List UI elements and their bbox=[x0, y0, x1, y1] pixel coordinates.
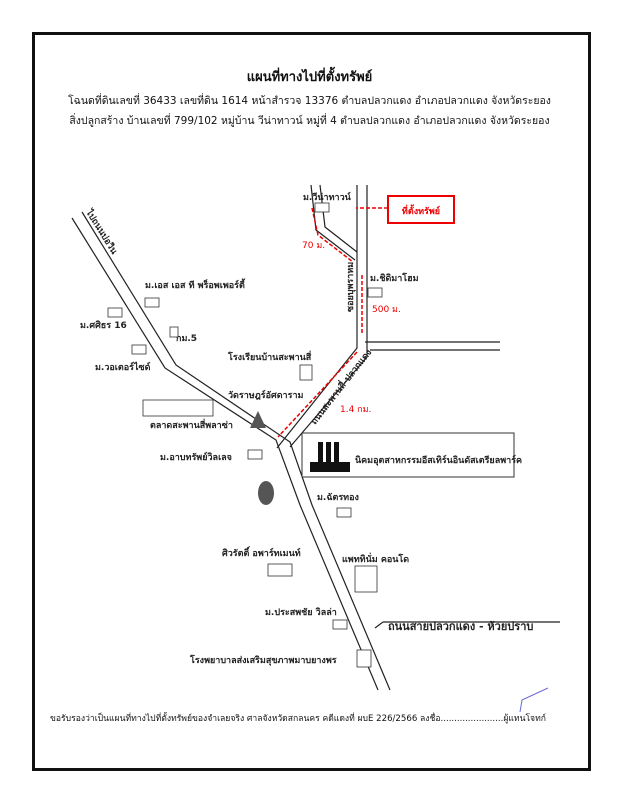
to-bowin-label: ไปถนนบ่อวิน bbox=[83, 206, 121, 257]
emblem-icon bbox=[258, 481, 274, 505]
route-lines bbox=[277, 207, 388, 438]
chattong-label: ม.ฉัตรทอง bbox=[317, 492, 359, 503]
property-label: ที่ตั้งทรัพย์ bbox=[402, 204, 440, 217]
factory-icon bbox=[310, 442, 350, 472]
roads bbox=[71, 184, 560, 691]
vena-town-label: ม.วีน่าทาวน์ bbox=[303, 191, 352, 203]
ss-property-label: ม.เอส เอส ที พร็อพเพอร์ตี้ bbox=[145, 278, 246, 291]
property-box bbox=[387, 195, 455, 224]
school-label: โรงเรียนบ้านสะพานสี่ bbox=[227, 350, 312, 363]
abbsap-label: ม.อาบทรัพย์วิลเลจ bbox=[160, 451, 232, 463]
industrial-box bbox=[301, 432, 515, 478]
certification-text: ขอรับรองว่าเป็นแผนที่ทางไปที่ตั้งทรัพย์ข… bbox=[50, 714, 546, 724]
temple-icon bbox=[250, 411, 266, 428]
km5-label: กม.5 bbox=[176, 334, 197, 344]
market-label: ตลาดสะพานสี่พลาซ่า bbox=[150, 418, 233, 431]
waterside-label: ม.วอเตอร์ไซด์ bbox=[95, 361, 151, 373]
sasithorn-label: ม.ศศิธร 16 bbox=[80, 320, 127, 331]
chidima-label: ม.ชิดิมาโฮม bbox=[370, 272, 419, 284]
prasopchai-label: ม.ประสพชัย วิลล่า bbox=[265, 607, 337, 618]
hospital-label: โรงพยาบาลส่งเสริมสุขภาพมาบยางพร bbox=[189, 654, 337, 666]
siwarat-label: ศิวรัตติ์ อพาร์ทเมนท์ bbox=[222, 546, 301, 559]
temple-label: วัดราษฎร์อัศดาราม bbox=[228, 389, 303, 401]
distance-70m: 70 ม. bbox=[302, 241, 325, 251]
building-info: สิ่งปลูกสร้าง บ้านเลขที่ 799/102 หมู่บ้า… bbox=[69, 115, 550, 127]
distance-1-4km: 1.4 กม. bbox=[340, 405, 371, 415]
page-title: แผนที่ทางไปที่ตั้งทรัพย์ bbox=[246, 70, 373, 85]
deed-info: โฉนดที่ดินเลขที่ 36433 เลขที่ดิน 1614 หน… bbox=[68, 95, 551, 107]
industrial-label: นิคมอุตสาหกรรมอีสเทิร์นอินดัสเตรียลพาร์ค bbox=[355, 454, 522, 466]
document-frame bbox=[32, 32, 591, 771]
building-icons bbox=[107, 202, 383, 668]
platinum-label: แพททินั่ม คอนโด bbox=[342, 552, 409, 565]
main-road-label: ถนนสายปลวกแดง - ห้วยปราบ bbox=[388, 620, 533, 633]
soi-label: ซอยบุพราหม bbox=[346, 262, 356, 312]
signature bbox=[519, 687, 549, 713]
distance-500m: 500 ม. bbox=[372, 305, 401, 315]
